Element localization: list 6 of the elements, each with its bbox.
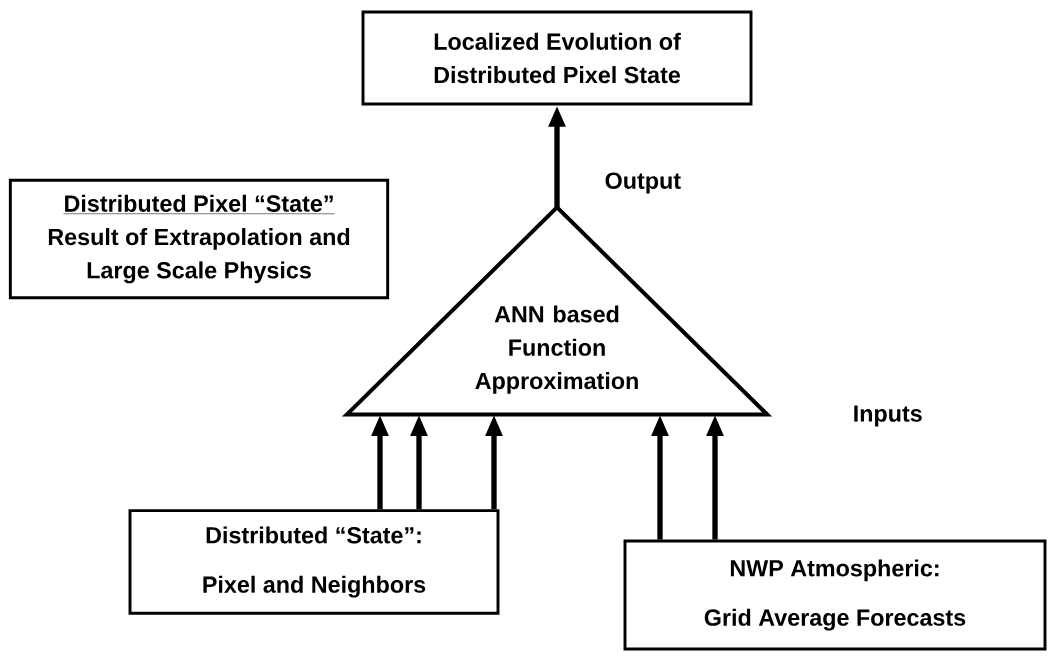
text-box: Localized Evolution of Distributed Pixel State [361,10,753,106]
edge-label: Output [603,171,683,195]
text-box: Distributed Pixel “State” Result of Extrapolation and Large Scale Physics [8,178,390,300]
text-box: NWP Atmospheric: Grid Average Forecasts [623,539,1047,651]
text-box: Distributed “State”: Pixel and Neighbors [128,509,500,615]
label: Inputs [854,405,922,427]
